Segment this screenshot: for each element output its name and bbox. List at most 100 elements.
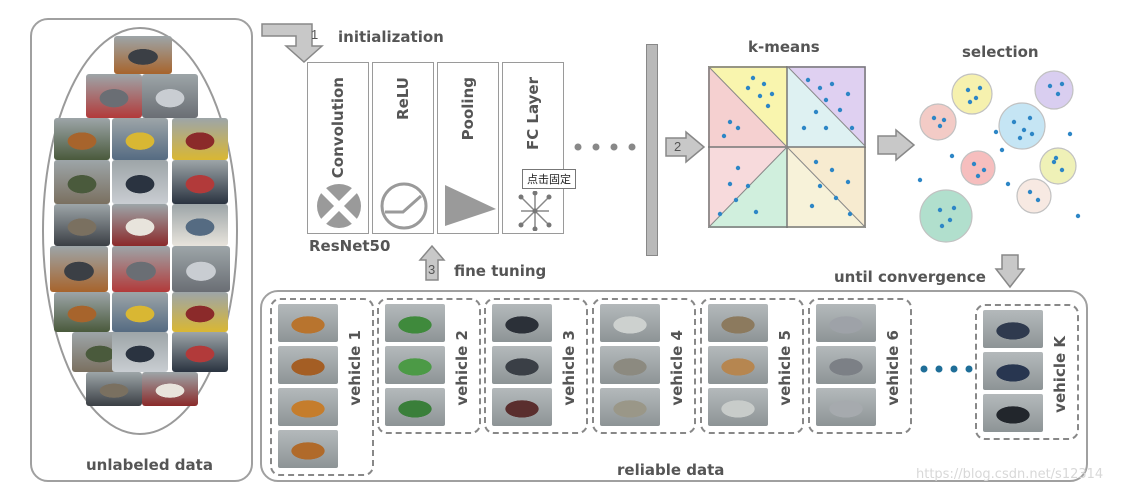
- car-thumbnail: [172, 246, 230, 292]
- vehicle-image: [816, 346, 876, 384]
- kmeans-point: [837, 107, 843, 113]
- vehicle-image: [983, 352, 1043, 390]
- kmeans-point: [745, 85, 751, 91]
- convolution-layer: Convolution: [307, 62, 369, 234]
- step-2-arrow-icon: [665, 130, 706, 164]
- kmeans-point: [721, 133, 727, 139]
- relu-icon: [380, 182, 428, 230]
- car-thumbnail: [172, 204, 228, 246]
- vehicle-image: [600, 346, 660, 384]
- relu-layer: ReLU: [372, 62, 434, 234]
- vehicle-image: [816, 388, 876, 426]
- vehicle-group: [592, 298, 696, 434]
- kmeans-point: [727, 119, 733, 125]
- kmeans-point: [845, 179, 851, 185]
- selection-point: [1029, 131, 1035, 137]
- selection-point: [1005, 181, 1011, 187]
- car-thumbnail: [112, 204, 168, 246]
- car-thumbnail: [86, 372, 142, 406]
- kmeans-point: [801, 125, 807, 131]
- fc-layer-icon: [518, 191, 552, 231]
- kmeans-point: [813, 109, 819, 115]
- kmeans-point: [761, 81, 767, 87]
- selection-point: [949, 153, 955, 159]
- selection-point: [931, 115, 937, 121]
- selection-point: [1035, 197, 1041, 203]
- selection-point: [937, 123, 943, 129]
- kmeans-point: [817, 85, 823, 91]
- selection-point: [965, 87, 971, 93]
- selection-cluster: [919, 103, 957, 141]
- vehicle-group: [377, 298, 481, 434]
- feature-vector-bar: [646, 44, 658, 256]
- vehicle-image: [385, 304, 445, 342]
- kmeans-point: [805, 77, 811, 83]
- vehicle-image: [983, 394, 1043, 432]
- selection-point: [975, 173, 981, 179]
- reliable-data-label: reliable data: [617, 461, 725, 479]
- kmeans-point: [733, 197, 739, 203]
- car-thumbnail: [142, 74, 198, 118]
- kmeans-point: [849, 125, 855, 131]
- vehicle-image: [492, 304, 552, 342]
- selection-arrow-icon: [877, 128, 916, 162]
- selection-point: [917, 177, 923, 183]
- vehicle-image: [385, 388, 445, 426]
- car-thumbnail: [54, 160, 110, 204]
- kmeans-point: [829, 81, 835, 87]
- reliable-data-panel: [260, 290, 1088, 482]
- until-convergence-label: until convergence: [834, 268, 986, 286]
- vehicle-image: [708, 304, 768, 342]
- selection-point: [939, 223, 945, 229]
- watermark-text: https://blog.csdn.net/s12314: [916, 467, 1104, 482]
- selection-cluster: [1039, 147, 1077, 185]
- vehicle-group: [484, 298, 588, 434]
- selection-point: [1017, 135, 1023, 141]
- vehicle-label: vehicle 2: [453, 330, 471, 406]
- car-thumbnail: [112, 246, 170, 292]
- step-3-number: 3: [428, 262, 436, 277]
- selection-point: [981, 167, 987, 173]
- step-1-number: 1: [311, 27, 319, 42]
- vehicle-label: vehicle K: [1051, 336, 1069, 413]
- continuation-dots: [574, 143, 636, 151]
- selection-point: [1047, 83, 1053, 89]
- kmeans-point: [823, 125, 829, 131]
- vehicle-image: [816, 304, 876, 342]
- car-thumbnail: [172, 332, 228, 372]
- convolution-icon: [317, 184, 361, 228]
- fine-tuning-arrow-icon: [418, 244, 446, 281]
- vehicle-image: [708, 388, 768, 426]
- pin-tooltip[interactable]: 点击固定: [522, 169, 576, 189]
- selection-point: [951, 205, 957, 211]
- vehicle-group: [808, 298, 912, 434]
- selection-point: [1027, 189, 1033, 195]
- initialization-arrow-icon: [261, 23, 324, 64]
- kmeans-point: [717, 211, 723, 217]
- unlabeled-data-ellipse: [42, 27, 238, 435]
- selection-point: [977, 85, 983, 91]
- vehicle-image: [278, 430, 338, 468]
- kmeans-point: [829, 167, 835, 173]
- selection-point: [967, 99, 973, 105]
- kmeans-point: [769, 91, 775, 97]
- selection-point: [947, 217, 953, 223]
- kmeans-point: [845, 91, 851, 97]
- selection-cluster: [919, 189, 973, 243]
- car-thumbnail: [142, 372, 198, 406]
- pooling-icon: [445, 185, 496, 226]
- kmeans-point: [847, 211, 853, 217]
- vehicle-image: [385, 346, 445, 384]
- car-thumbnail: [114, 36, 172, 74]
- selection-cluster: [998, 102, 1046, 150]
- vehicle-group: [975, 304, 1079, 440]
- resnet50-label: ResNet50: [309, 237, 391, 255]
- selection-cluster: [1016, 178, 1052, 214]
- vehicle-image: [278, 304, 338, 342]
- car-thumbnail: [50, 246, 108, 292]
- vehicle-image: [278, 388, 338, 426]
- kmeans-point: [809, 203, 815, 209]
- car-thumbnail: [172, 292, 228, 332]
- kmeans-point: [813, 159, 819, 165]
- kmeans-point: [823, 97, 829, 103]
